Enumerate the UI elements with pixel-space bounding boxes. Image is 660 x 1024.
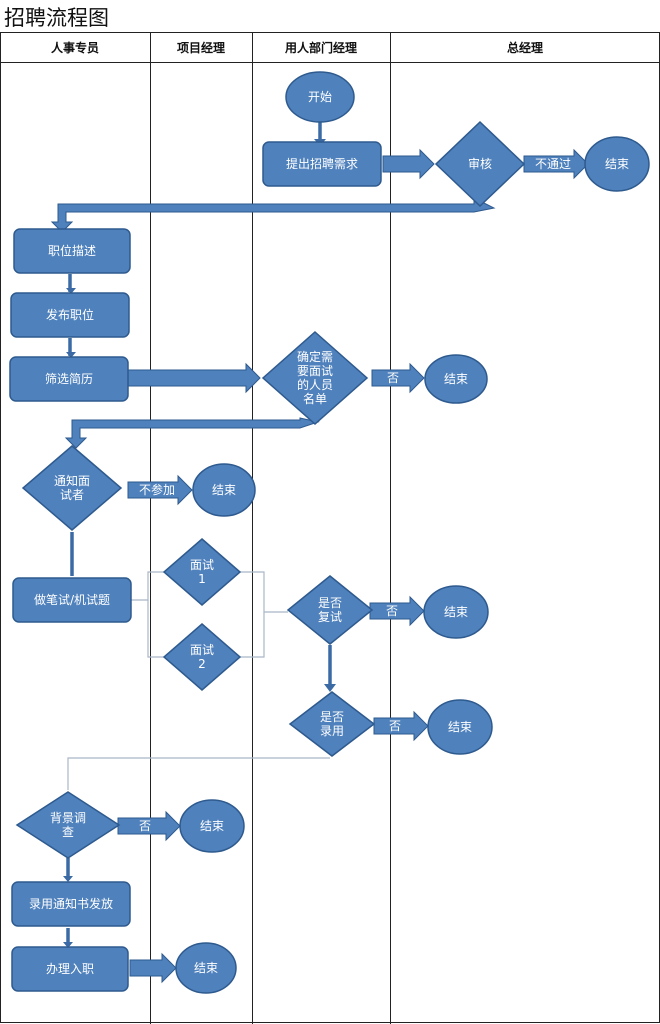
node-end-hire: 结束 <box>427 699 493 755</box>
node-label: 结束 <box>212 483 236 497</box>
node-shape <box>21 445 123 531</box>
node-end-notify: 结束 <box>192 463 256 517</box>
node-end-retest: 结束 <box>423 585 489 639</box>
node-label: 是否 <box>320 710 344 724</box>
node-shape <box>288 691 376 757</box>
node-label: 发布职位 <box>46 307 94 322</box>
node-label: 确定需 <box>297 349 333 364</box>
node-publish: 发布职位 <box>10 292 130 338</box>
edge-label-not-passed: 不通过 <box>535 157 571 171</box>
block-arrows <box>50 148 589 984</box>
node-shape <box>434 120 526 208</box>
connectors <box>67 571 330 790</box>
node-label: 结束 <box>200 819 224 833</box>
nodes: 开始提出招聘需求审核结束职位描述发布职位筛选简历确定需要面试的人员名单结束通知面… <box>9 71 650 994</box>
node-label: 查 <box>62 825 74 839</box>
node-label: 复试 <box>318 609 342 624</box>
node-shape <box>286 575 374 645</box>
node-label: 录用通知书发放 <box>29 896 113 911</box>
lane-header-gm: 总经理 <box>507 40 543 55</box>
node-shape <box>11 946 129 992</box>
node-onboard: 办理入职 <box>11 946 129 992</box>
node-label: 面试 <box>190 642 214 657</box>
node-end-review: 结束 <box>584 136 650 192</box>
node-shape <box>285 71 355 123</box>
node-shape <box>10 292 130 338</box>
node-label: 1 <box>198 572 206 586</box>
edge-label-no-background: 否 <box>139 819 151 833</box>
node-label: 开始 <box>308 90 332 104</box>
node-offer: 录用通知书发放 <box>11 881 131 927</box>
node-label: 试者 <box>60 487 84 502</box>
lane-header-hr: 人事专员 <box>51 40 99 55</box>
node-shape <box>11 881 131 927</box>
node-shape <box>423 585 489 639</box>
node-label: 2 <box>198 657 206 671</box>
arrowhead <box>324 684 336 692</box>
node-shape <box>261 330 369 426</box>
node-end-onboard: 结束 <box>175 942 237 994</box>
arrowhead <box>63 942 73 948</box>
node-screen: 筛选简历 <box>9 356 129 402</box>
node-end-list: 结束 <box>424 354 488 404</box>
node-label: 是否 <box>318 596 342 610</box>
node-label: 职位描述 <box>48 243 96 258</box>
arrowhead <box>63 876 73 882</box>
node-request: 提出招聘需求 <box>262 141 382 187</box>
node-label: 通知面 <box>54 474 90 488</box>
node-label: 筛选简历 <box>45 371 93 386</box>
lane-header-pm: 项目经理 <box>177 40 225 55</box>
node-shape <box>192 463 256 517</box>
page-title: 招聘流程图 <box>4 6 109 30</box>
arrowhead <box>66 288 76 294</box>
node-start: 开始 <box>285 71 355 123</box>
node-label: 结束 <box>444 372 468 386</box>
edge-label-not-attend: 不参加 <box>139 482 175 497</box>
node-shape <box>175 942 237 994</box>
node-label: 结束 <box>448 720 472 734</box>
node-shape <box>9 356 129 402</box>
node-label: 名单 <box>303 391 327 406</box>
node-shape <box>162 623 242 691</box>
node-interview1: 面试1 <box>162 538 242 606</box>
node-end-background: 结束 <box>179 799 245 853</box>
node-shape <box>584 136 650 192</box>
node-label: 要面试 <box>297 363 333 378</box>
node-job-desc: 职位描述 <box>13 228 131 274</box>
node-review: 审核 <box>434 120 526 208</box>
node-shape <box>13 228 131 274</box>
node-label: 结束 <box>605 157 629 171</box>
node-interview2: 面试2 <box>162 623 242 691</box>
node-label: 审核 <box>468 156 492 171</box>
node-label: 结束 <box>444 605 468 619</box>
arrowhead <box>66 352 76 358</box>
node-shape <box>179 799 245 853</box>
node-label: 面试 <box>190 557 214 572</box>
node-shape <box>12 577 132 623</box>
lane-header-dept-manager: 用人部门经理 <box>284 40 357 55</box>
node-shape <box>427 699 493 755</box>
node-label: 做笔试/机试题 <box>34 592 110 607</box>
node-shape <box>262 141 382 187</box>
node-shape <box>424 354 488 404</box>
edge-label-no-retest: 否 <box>386 604 398 618</box>
node-label: 的人员 <box>297 377 333 392</box>
node-label: 录用 <box>320 724 344 738</box>
node-written-test: 做笔试/机试题 <box>12 577 132 623</box>
node-label: 背景调 <box>50 811 86 825</box>
edge-label-no-hire: 否 <box>389 719 401 733</box>
node-label: 提出招聘需求 <box>286 156 358 171</box>
node-label: 办理入职 <box>46 961 94 976</box>
edge-label-no-list: 否 <box>387 371 399 385</box>
node-label: 结束 <box>194 961 218 975</box>
node-shape <box>15 791 121 859</box>
node-shape <box>162 538 242 606</box>
